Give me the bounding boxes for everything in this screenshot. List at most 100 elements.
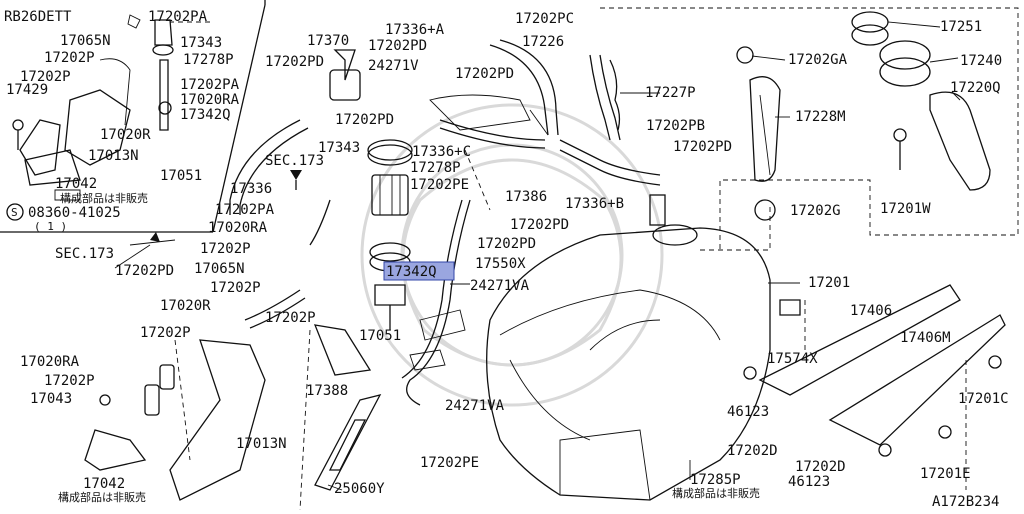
label-17202p-g: 17202P — [44, 373, 95, 389]
label-17343-a: 17343 — [180, 35, 222, 51]
label-25060y: 25060Y — [334, 481, 385, 497]
label-17202pc: 17202PC — [515, 11, 574, 27]
label-17240: 17240 — [960, 53, 1002, 69]
inset-frame — [0, 0, 266, 233]
leader-lines — [114, 21, 961, 491]
label-17251: 17251 — [940, 19, 982, 35]
label-17020ra-a: 17020RA — [180, 92, 240, 108]
label-17202p-d: 17202P — [210, 280, 261, 296]
label-17202pd-b: 17202PD — [368, 38, 427, 54]
label-17202pb: 17202PB — [646, 118, 705, 134]
label-17550x: 17550X — [475, 256, 526, 272]
label-17370: 17370 — [307, 33, 349, 49]
label-17278p-b: 17278P — [410, 160, 461, 176]
label-17202p-b: 17202P — [20, 69, 71, 85]
label-17228m: 17228M — [795, 109, 846, 125]
label-17336b: 17336+B — [565, 196, 624, 212]
label-24271va-b: 24271VA — [445, 398, 505, 414]
label-17202pd-h: 17202PD — [115, 263, 174, 279]
dashed-frames — [170, 7, 1019, 511]
watermark — [360, 103, 664, 407]
label-17406m: 17406M — [900, 330, 951, 346]
tank-straps — [743, 284, 1006, 457]
label-17202pa-b: 17202PA — [180, 77, 240, 93]
label-17042-b: 17042 — [83, 476, 125, 492]
label-17202p-e: 17202P — [265, 310, 316, 326]
label-17202p-c: 17202P — [200, 241, 251, 257]
label-17202d-a: 17202D — [727, 443, 778, 459]
note-not-sold-2: 構成部品は非販売 — [58, 490, 146, 504]
label-17285p: 17285P — [690, 472, 741, 488]
label-17020r-b: 17020R — [160, 298, 211, 314]
label-17574x: 17574X — [767, 351, 818, 367]
label-17202pe-a: 17202PE — [410, 177, 469, 193]
label-17202pd-d: 17202PD — [335, 112, 394, 128]
label-sec173-b: SEC.173 — [55, 246, 114, 262]
label-17202g: 17202G — [790, 203, 841, 219]
label-17051-a: 17051 — [160, 168, 202, 184]
label-17227p: 17227P — [645, 85, 696, 101]
label-17013n-a: 17013N — [88, 148, 139, 164]
label-17202pe-b: 17202PE — [420, 455, 479, 471]
label-17343-b: 17343 — [318, 140, 360, 156]
label-17202p-a: 17202P — [44, 50, 95, 66]
label-17202pa-a: 17202PA — [148, 9, 208, 25]
label-17065n-a: 17065N — [60, 33, 111, 49]
label-17065n-b: 17065N — [194, 261, 245, 277]
label-17202p-f: 17202P — [140, 325, 191, 341]
label-17042-a: 17042 — [55, 176, 97, 192]
sec-arrows — [150, 170, 302, 242]
label-17201w: 17201W — [880, 201, 931, 217]
label-24271v: 24271V — [368, 58, 419, 74]
label-17020ra-b: 17020RA — [208, 220, 268, 236]
label-17043: 17043 — [30, 391, 72, 407]
label-17278p-a: 17278P — [183, 52, 234, 68]
protector-plates — [84, 94, 531, 501]
label-17013n-b: 17013N — [236, 436, 287, 452]
label-17336c: 17336+C — [412, 144, 471, 160]
label-17201c: 17201C — [958, 391, 1009, 407]
label-17202d-b: 17202D — [795, 459, 846, 475]
label-17202pd-c: 17202PD — [455, 66, 514, 82]
screw-symbol: S — [11, 206, 18, 219]
label-24271va-a: 24271VA — [470, 278, 530, 294]
title: RB26DETT — [4, 9, 72, 25]
label-17202pa-c: 17202PA — [215, 202, 275, 218]
label-17386: 17386 — [505, 189, 547, 205]
label-46123-b: 46123 — [788, 474, 830, 490]
label-17202pd-f: 17202PD — [510, 217, 569, 233]
label-17342q-b: 17342Q — [386, 264, 437, 280]
label-17336a: 17336+A — [385, 22, 445, 38]
label-17342q-a: 17342Q — [180, 107, 231, 123]
label-17202pd-a: 17202PD — [265, 54, 324, 70]
filler-parts — [736, 11, 991, 221]
note-not-sold-1: 構成部品は非販売 — [60, 191, 148, 205]
screw-qty: ( 1 ) — [34, 220, 67, 233]
label-46123-a: 46123 — [727, 404, 769, 420]
label-17226: 17226 — [522, 34, 564, 50]
label-17429: 17429 — [6, 82, 48, 98]
hoses — [129, 39, 661, 406]
label-17201e: 17201E — [920, 466, 971, 482]
label-17020ra-c: 17020RA — [20, 354, 80, 370]
diagram-code: A172B234 — [932, 494, 999, 510]
label-17020r-a: 17020R — [100, 127, 151, 143]
label-17202pd-e: 17202PD — [673, 139, 732, 155]
label-sec173-a: SEC.173 — [265, 153, 324, 169]
screw-part-number: 08360-41025 — [28, 205, 121, 221]
note-not-sold-3: 構成部品は非販売 — [672, 486, 760, 500]
label-17220q: 17220Q — [950, 80, 1001, 96]
label-17202pd-g: 17202PD — [477, 236, 536, 252]
label-17051-b: 17051 — [359, 328, 401, 344]
label-17202ga: 17202GA — [788, 52, 848, 68]
label-17406: 17406 — [850, 303, 892, 319]
highlight-17342q — [383, 261, 455, 281]
label-17388: 17388 — [306, 383, 348, 399]
part-labels: RB26DETT 17202PA 17065N 17343 17202P 172… — [4, 9, 1009, 510]
label-17336: 17336 — [230, 181, 272, 197]
fuel-tank — [486, 194, 771, 501]
label-17201: 17201 — [808, 275, 850, 291]
sender-unit — [367, 139, 413, 330]
